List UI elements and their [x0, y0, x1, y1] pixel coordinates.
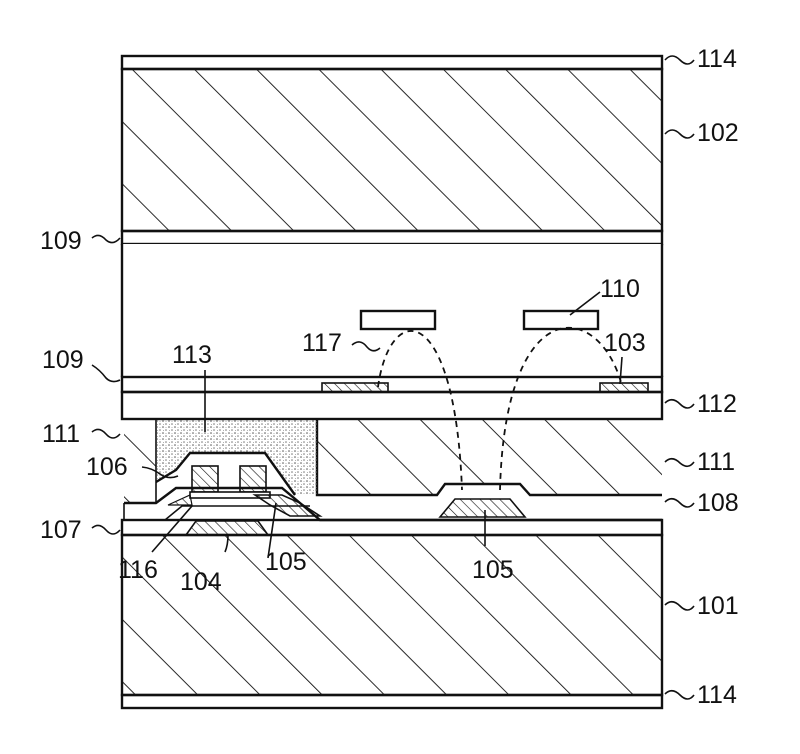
label-108: 108 — [697, 489, 739, 517]
pixel-electrode-105-right — [440, 499, 525, 517]
label-103: 103 — [604, 329, 646, 357]
lower-substrate-101 — [122, 535, 662, 695]
label-105-left: 105 — [265, 548, 307, 576]
label-102: 102 — [697, 119, 739, 147]
label-111-right: 111 — [697, 448, 735, 476]
label-106: 106 — [86, 453, 128, 481]
label-101: 101 — [697, 592, 739, 620]
region-113 — [156, 419, 317, 495]
label-104: 104 — [180, 568, 222, 596]
drain-electrode-106-b — [240, 466, 266, 492]
drain-electrode-106-a — [192, 466, 218, 492]
top-polarizer-114 — [122, 56, 662, 69]
label-111-left: 111 — [42, 420, 80, 448]
label-105-right: 105 — [472, 556, 514, 584]
common-electrode-103-right — [600, 383, 648, 392]
overcoat-112 — [122, 392, 662, 419]
label-114-bottom: 114 — [697, 681, 737, 709]
label-112: 112 — [697, 390, 737, 418]
label-117: 117 — [302, 329, 342, 357]
gate-electrode-104 — [186, 521, 268, 535]
label-116: 116 — [118, 556, 158, 584]
label-110: 110 — [600, 275, 640, 303]
upper-substrate-102 — [122, 69, 662, 231]
lower-alignment-film-109 — [122, 377, 662, 392]
label-113: 113 — [172, 341, 212, 369]
label-114-top: 114 — [697, 45, 737, 73]
label-109-mid: 109 — [42, 346, 84, 374]
label-107: 107 — [40, 516, 82, 544]
upper-alignment-film-109 — [122, 231, 662, 244]
bottom-polarizer-114 — [122, 695, 662, 708]
layer-111-left — [124, 419, 156, 503]
label-109-top: 109 — [40, 227, 82, 255]
